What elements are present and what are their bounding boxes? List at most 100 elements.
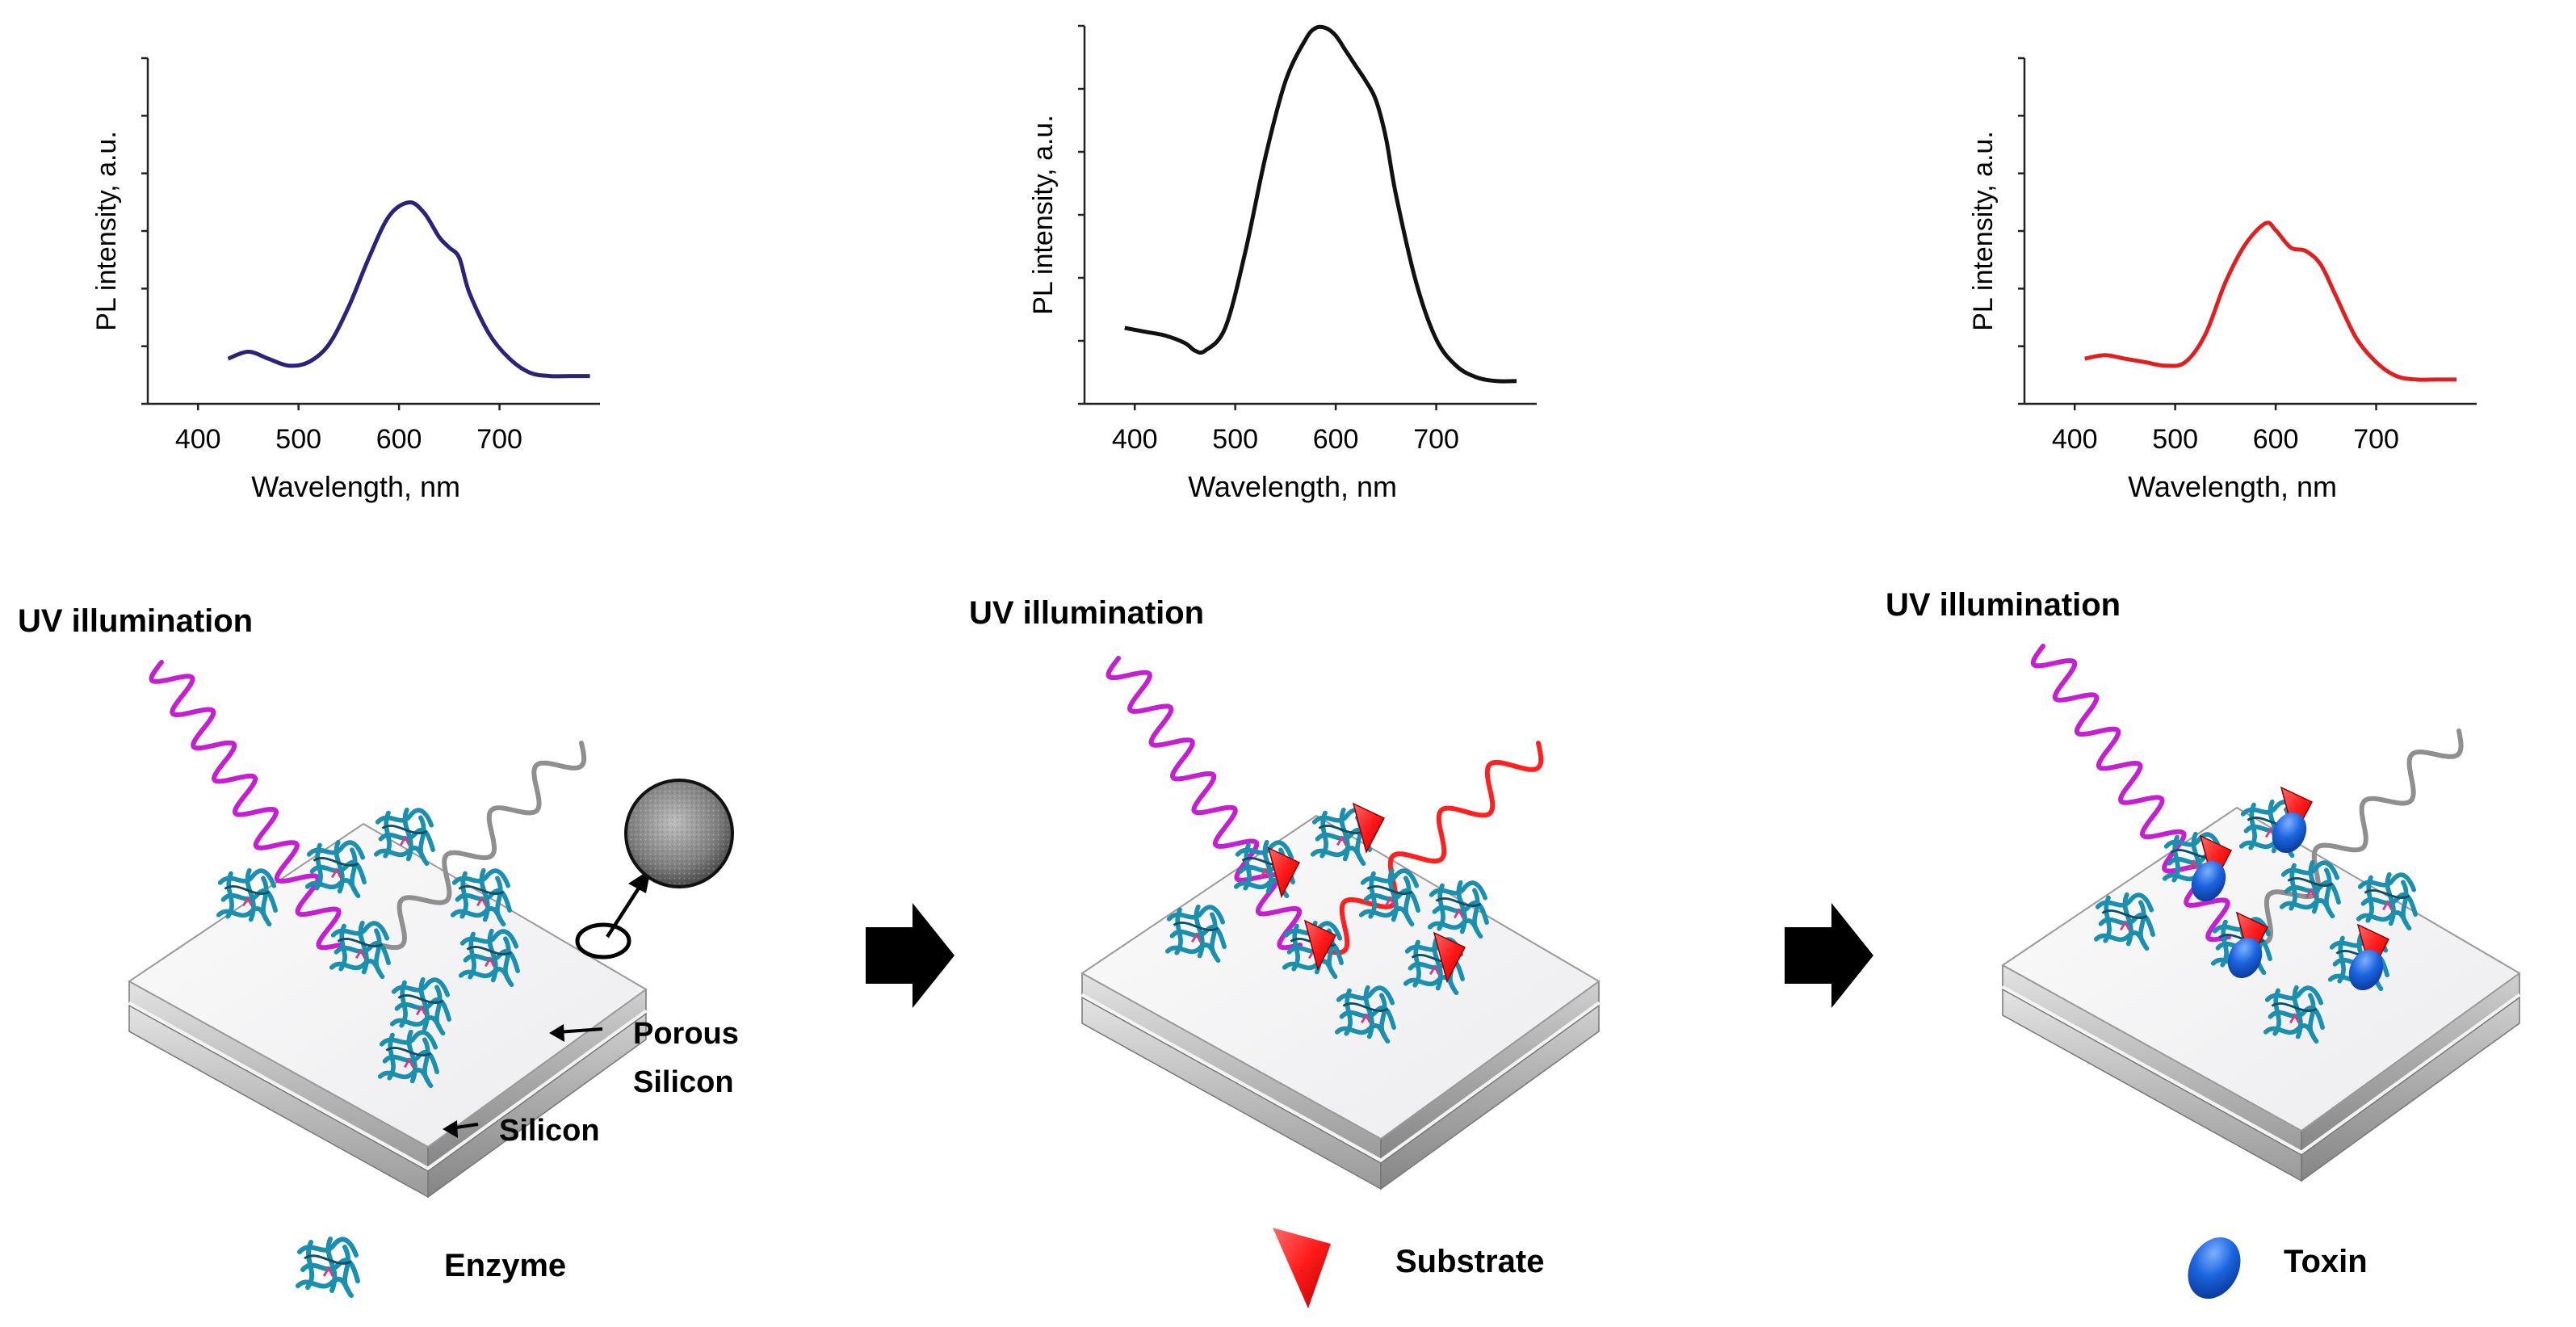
- silicon-chip: [2001, 806, 2521, 1182]
- silicon-layer-right: [427, 1012, 647, 1199]
- enzymes-3: [2093, 799, 2418, 1044]
- enzyme-strand: [2248, 802, 2257, 850]
- enzyme-molecule: [450, 867, 512, 927]
- x-tick-label: 500: [1212, 424, 1258, 455]
- layer-edge: [1081, 993, 1600, 1161]
- enzyme-strand: [2308, 859, 2319, 914]
- enzyme-strand: [245, 867, 256, 922]
- enzyme-strand: [434, 985, 443, 1031]
- panel-enzyme-only: UV illumination Porous Silicon Silicon: [18, 603, 739, 1199]
- enzyme-strand: [459, 871, 468, 919]
- y-axis-label: PL intensity, a.u.: [1028, 115, 1059, 315]
- silicon-chip: [128, 822, 648, 1199]
- enzyme-molecule: [329, 920, 391, 980]
- enzyme-strand: [2272, 988, 2281, 1036]
- toxin-molecule: [2348, 949, 2384, 991]
- chip-3: [2001, 806, 2521, 1182]
- enzyme-strand: [406, 1029, 417, 1084]
- enzyme-strand: [2292, 985, 2303, 1039]
- porous-silicon-pointer-head: [549, 1024, 564, 1042]
- panel-enzyme-substrate: UV illumination: [969, 595, 1601, 1191]
- enzyme-strand: [1344, 988, 1353, 1036]
- enzyme-active-site: [1384, 895, 1395, 907]
- enzyme-strand: [1174, 907, 1183, 955]
- enzyme-active-site: [399, 834, 410, 846]
- enzyme-strand: [1403, 876, 1412, 922]
- pl-spectrum-line: [2084, 220, 2457, 382]
- pl-spectrum-line: [227, 200, 590, 379]
- enzyme-strand: [418, 976, 430, 1031]
- toxin-molecule: [2191, 860, 2226, 902]
- layer-edge: [2002, 985, 2520, 1153]
- enzyme-strand: [337, 938, 384, 947]
- enzyme-molecule: [2093, 892, 2155, 951]
- enzyme-strand: [1368, 871, 1377, 919]
- enzyme-strand: [1412, 939, 1421, 988]
- legend-label-substrate: Substrate: [1395, 1244, 1545, 1279]
- enzyme-active-site: [1360, 1012, 1371, 1024]
- enzyme-strand: [1435, 897, 1482, 907]
- enzyme-strand: [334, 839, 345, 894]
- enzyme-molecule: [373, 807, 435, 867]
- enzyme-active-site: [1190, 931, 1202, 943]
- enzyme-strand: [383, 810, 392, 859]
- substrates-2: [1267, 802, 1466, 984]
- legend-item-substrate: Substrate: [1273, 1228, 1545, 1308]
- enzyme-active-site: [2119, 919, 2130, 931]
- enzyme-strand: [1472, 888, 1480, 934]
- enzyme-strand: [1432, 936, 1443, 991]
- enzyme-strand: [1318, 825, 1365, 834]
- enzyme-active-site: [322, 1265, 334, 1277]
- enzyme-strand: [479, 867, 490, 922]
- enzyme-strand: [381, 825, 428, 834]
- enzyme-strand: [2103, 895, 2112, 943]
- x-tick-label: 400: [175, 424, 221, 455]
- wave-path: [149, 660, 342, 951]
- enzyme-strand: [358, 920, 369, 975]
- pl-spectrum-line: [1124, 24, 1517, 384]
- enzyme-strand: [2220, 919, 2229, 968]
- x-tick-label: 500: [275, 424, 321, 455]
- enzyme-strand: [468, 931, 476, 980]
- chip-top-surface: [1080, 814, 1601, 1140]
- wave-path: [1105, 656, 1303, 951]
- enzyme-strand: [1437, 883, 1445, 931]
- enzyme-strand: [495, 876, 503, 922]
- enzyme-strand: [314, 842, 323, 891]
- enzyme-molecule: [1358, 867, 1420, 927]
- enzyme-molecule: [1164, 904, 1227, 964]
- x-tick-label: 400: [2052, 424, 2098, 455]
- wave-path: [2030, 644, 2231, 943]
- enzyme-strand: [2287, 877, 2334, 887]
- legend-item-toxin: Toxin: [2188, 1237, 2368, 1300]
- x-tick-label: 600: [376, 424, 422, 455]
- silicon-pointer-head: [443, 1120, 458, 1138]
- enzyme-strand: [2271, 1002, 2318, 1012]
- enzyme-active-site: [2188, 859, 2199, 871]
- enzyme-strand: [1342, 1002, 1389, 1012]
- enzyme-molecule: [216, 867, 278, 927]
- enzyme-strand: [1456, 880, 1467, 934]
- x-tick-label: 700: [1413, 424, 1459, 455]
- uv-illumination-label: UV illumination: [18, 603, 253, 639]
- substrate-icon: [1273, 1228, 1331, 1308]
- enzyme-active-site: [484, 955, 495, 968]
- chip-2: [1080, 814, 1601, 1191]
- enzyme-strand: [342, 1245, 350, 1293]
- enzyme-strand: [325, 1237, 338, 1293]
- emission-wave-1: [377, 741, 587, 951]
- uv-illumination-label: UV illumination: [969, 595, 1204, 631]
- enzyme-strand: [224, 885, 271, 895]
- toxin-molecule: [2227, 937, 2263, 979]
- y-axis-label: PL intensity, a.u.: [1968, 131, 1999, 331]
- silicon-label-porous: Silicon: [633, 1065, 734, 1099]
- enzyme-strand: [2171, 834, 2180, 883]
- enzyme-strand: [1319, 810, 1328, 859]
- enzyme-strand: [418, 815, 426, 862]
- enzyme-molecule: [2279, 859, 2341, 919]
- chip-top-surface: [128, 822, 648, 1149]
- enzyme-molecule: [1334, 985, 1396, 1044]
